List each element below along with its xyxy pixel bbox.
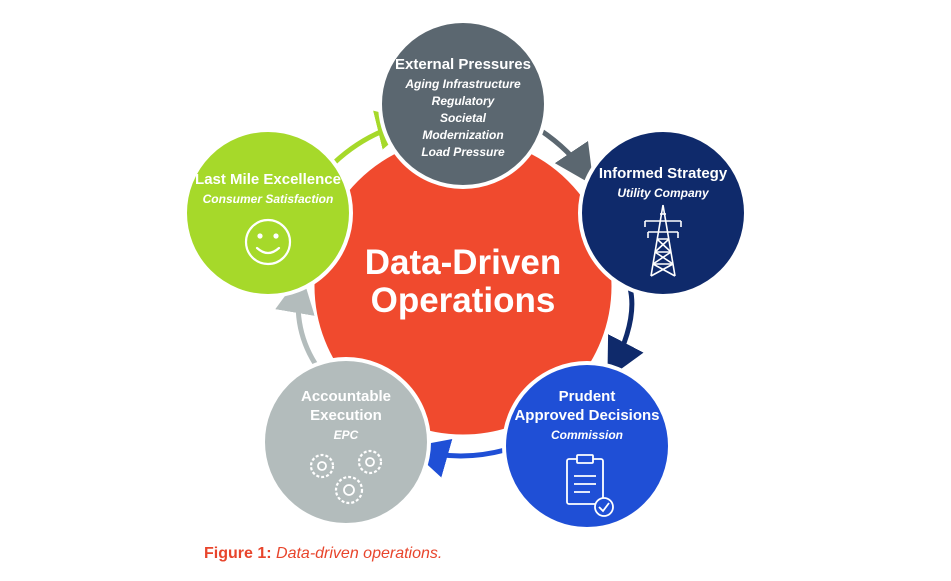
- arrow-accountable-to-lastmile: [275, 273, 321, 370]
- accountable-subtitle: EPC: [334, 428, 359, 442]
- external-pressures-circle: [378, 19, 548, 189]
- arrow-external-to-strategy: [538, 127, 594, 186]
- caption-text: Data-driven operations.: [276, 545, 443, 562]
- prudent-decisions-circle: [502, 361, 672, 531]
- node-informed-strategy: Informed Strategy Utility Company: [578, 128, 748, 298]
- external-pressures-title: External Pressures: [395, 56, 531, 73]
- caption-label: Figure 1:: [204, 545, 272, 562]
- gears-icon-hubs: [317, 457, 375, 496]
- accountable-execution-circle: [261, 357, 431, 527]
- node-accountable-execution: Accountable Execution EPC: [261, 357, 431, 527]
- last-mile-title: Last Mile Excellence: [195, 171, 341, 188]
- informed-strategy-circle: [578, 128, 748, 298]
- external-item: Load Pressure: [421, 145, 505, 159]
- accountable-title-line1: Accountable: [301, 388, 391, 405]
- external-item: Aging Infrastructure: [404, 77, 521, 91]
- informed-strategy-title: Informed Strategy: [599, 165, 728, 182]
- figure-caption: Figure 1: Data-driven operations.: [204, 545, 442, 563]
- node-prudent-decisions: Prudent Approved Decisions Commission: [502, 361, 672, 531]
- external-item: Societal: [440, 111, 487, 125]
- last-mile-circle: [183, 128, 353, 298]
- prudent-title-line1: Prudent: [559, 388, 616, 405]
- smiley-icon: [244, 218, 292, 266]
- node-last-mile-excellence: Last Mile Excellence Consumer Satisfacti…: [183, 128, 353, 298]
- center-title-line2: Operations: [371, 281, 556, 320]
- informed-strategy-subtitle: Utility Company: [617, 186, 710, 200]
- accountable-title-line2: Execution: [310, 407, 382, 424]
- prudent-title-line2: Approved Decisions: [514, 407, 659, 424]
- external-item: Regulatory: [432, 94, 496, 108]
- external-item: Modernization: [422, 128, 503, 142]
- node-external-pressures: External Pressures Aging Infrastructure …: [378, 19, 548, 189]
- clipboard-check-icon: [566, 454, 614, 517]
- arrow-strategy-to-prudent: [607, 287, 644, 379]
- last-mile-subtitle: Consumer Satisfaction: [203, 192, 334, 206]
- gears-icon: [309, 449, 383, 505]
- prudent-subtitle: Commission: [551, 428, 623, 442]
- arrow-prudent-to-accountable: [408, 439, 506, 478]
- center-title-line1: Data-Driven: [365, 243, 561, 282]
- transmission-tower-icon: [644, 204, 682, 277]
